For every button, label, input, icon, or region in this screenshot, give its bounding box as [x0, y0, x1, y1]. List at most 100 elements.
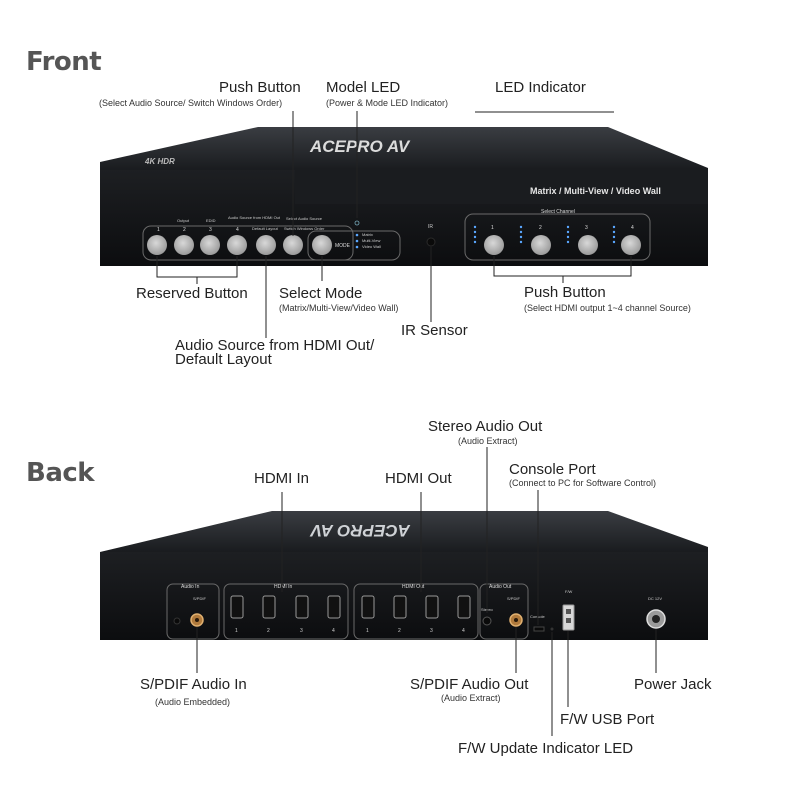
channel-num-1: 1 [491, 225, 494, 231]
mode-label-matrix: Matrix [362, 232, 373, 237]
hdmi-out-port-4[interactable] [457, 595, 471, 619]
stereo-out-title: Stereo Audio Out [428, 418, 543, 435]
front-brand-logo: ACEPRO AV [309, 137, 411, 156]
fw-led-title: F/W Update Indicator LED [458, 740, 634, 757]
audio-in-aux [173, 617, 181, 625]
mode-panel [307, 230, 401, 261]
spdif-out-title: S/PDIF Audio Out [410, 676, 529, 693]
hdmi-in-port-1[interactable] [230, 595, 244, 619]
reserved-button-title: Reserved Button [136, 285, 248, 302]
hdmi-in-port-3[interactable] [295, 595, 309, 619]
push-button-audio[interactable] [283, 235, 303, 255]
hdmi-in-num-3: 3 [300, 628, 303, 634]
hdmi-in-title: HDMI In [254, 470, 310, 487]
front-mini-output: Output [177, 218, 190, 223]
hdmi-in-panel [223, 583, 349, 640]
hdmi-out-num-3: 3 [430, 628, 433, 634]
mode-led-videowall [355, 245, 359, 249]
back-callout-lines [196, 447, 657, 736]
front-num-1: 1 [157, 227, 160, 233]
hdmi-out-num-1: 1 [366, 628, 369, 634]
stereo-out-port[interactable] [482, 616, 492, 626]
channel-button-2[interactable] [531, 235, 551, 255]
hdmi-out-panel [353, 583, 479, 640]
select-mode-sub: (Matrix/Multi-View/Video Wall) [279, 303, 399, 313]
ir-sensor [426, 237, 436, 247]
mode-button[interactable] [312, 235, 332, 255]
back-brand-logo: ACEPRO AV [309, 521, 411, 540]
audio-out-panel [479, 583, 529, 640]
hdmi-out-num-2: 2 [398, 628, 401, 634]
hdmi-in-num-1: 1 [235, 628, 238, 634]
hdmi-in-port-4[interactable] [327, 595, 341, 619]
audio-in-panel [166, 583, 220, 640]
front-4k-logo: 4K HDR [144, 157, 175, 166]
model-led [354, 220, 360, 226]
dc-mini: DC 12V [648, 596, 662, 601]
audio-source-line2: Default Layout [175, 351, 272, 368]
front-top-surface [100, 127, 708, 173]
hdmi-out-mini: HDMI Out [402, 584, 425, 590]
spdif-out-sub: (Audio Extract) [441, 693, 501, 703]
model-led-title: Model LED [326, 79, 401, 96]
channel-num-4: 4 [631, 225, 634, 231]
select-channel-label: Select Channel [541, 209, 575, 215]
audio-out-mini: Audio Out [489, 584, 512, 590]
console-port-sub: (Connect to PC for Software Control) [509, 478, 657, 488]
hdmi-in-num-2: 2 [267, 628, 270, 634]
model-led-sub: (Power & Mode LED Indicator) [326, 98, 449, 108]
back-section-title: Back [26, 458, 95, 488]
front-callout-lines [156, 111, 632, 338]
hdmi-in-num-4: 4 [332, 628, 335, 634]
console-port[interactable] [533, 626, 545, 632]
push-button-top-title: Push Button [219, 79, 301, 96]
front-mini-default-layout: Default Layout [252, 226, 279, 231]
ir-sensor-title: IR Sensor [401, 322, 468, 339]
fw-update-led [550, 627, 554, 631]
audio-source-button[interactable] [256, 235, 276, 255]
mode-led-multiview [355, 239, 359, 243]
hdmi-out-port-1[interactable] [361, 595, 375, 619]
front-raised-panel [295, 168, 708, 204]
fw-mini: F/W [565, 589, 573, 594]
mode-label-multiview: Multi-View [362, 238, 380, 243]
hdmi-in-port-2[interactable] [262, 595, 276, 619]
led-indicator-title: LED Indicator [495, 79, 586, 96]
back-device: ACEPRO AV Audio In S/PDIF HDMI In 1 2 3 … [100, 511, 708, 640]
stereo-out-sub: (Audio Extract) [458, 436, 518, 446]
left-button-panel [142, 225, 354, 261]
channel-button-3[interactable] [578, 235, 598, 255]
channel-button-4[interactable] [621, 235, 641, 255]
front-num-3: 3 [209, 227, 212, 233]
hdmi-in-mini: HDMI In [274, 584, 293, 590]
channel-num-3: 3 [585, 225, 588, 231]
back-top-surface [100, 511, 708, 555]
mode-label-videowall: Video Wall [362, 244, 381, 249]
push-button-bottom-sub: (Select HDMI output 1~4 channel Source) [524, 303, 691, 313]
select-channel-panel [464, 213, 651, 261]
hdmi-out-title: HDMI Out [385, 470, 452, 487]
reserved-button-4[interactable] [227, 235, 247, 255]
fw-usb-port[interactable] [562, 604, 575, 631]
front-device: ACEPRO AV 4K HDR Matrix / Multi-View / V… [100, 127, 708, 266]
select-mode-title: Select Mode [279, 285, 363, 302]
led-group-1 [473, 225, 477, 244]
reserved-button-1[interactable] [147, 235, 167, 255]
hdmi-out-port-2[interactable] [393, 595, 407, 619]
front-tag-text: Matrix / Multi-View / Video Wall [530, 186, 661, 196]
reserved-button-3[interactable] [200, 235, 220, 255]
audio-in-label: Audio In [181, 584, 200, 590]
front-mini-edid: EDID [206, 218, 216, 223]
channel-button-1[interactable] [484, 235, 504, 255]
reserved-button-2[interactable] [174, 235, 194, 255]
push-button-bottom-title: Push Button [524, 284, 606, 301]
spdif-in-title: S/PDIF Audio In [140, 676, 247, 693]
push-button-top-sub: (Select Audio Source/ Switch Windows Ord… [99, 98, 283, 108]
front-mini-switch-windows: Switch Windows Order [284, 226, 325, 231]
power-jack-title: Power Jack [634, 676, 712, 693]
front-num-2: 2 [183, 227, 186, 233]
spdif-out-mini: S/PDIF [507, 596, 520, 601]
hdmi-out-num-4: 4 [462, 628, 465, 634]
hdmi-out-port-3[interactable] [425, 595, 439, 619]
